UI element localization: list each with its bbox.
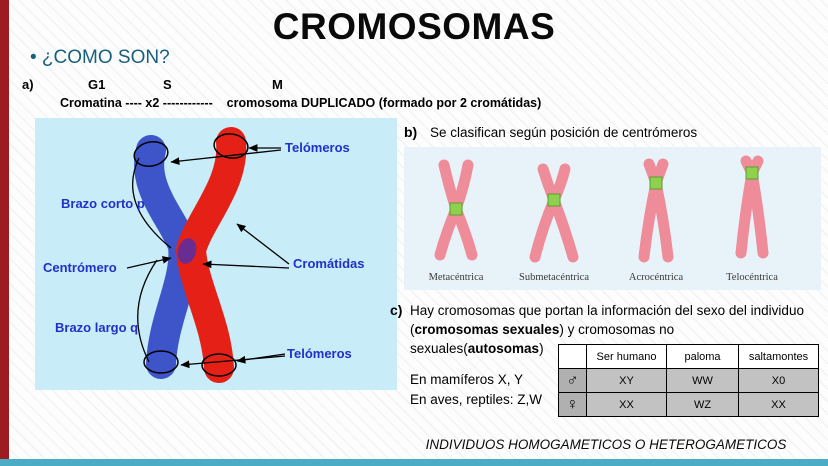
section-a-label: a) — [22, 77, 34, 92]
cell-pigeon-male: WW — [666, 368, 739, 393]
centromere-classification-image: Metacéntrica Submetacéntrica Acrocéntric… — [404, 147, 821, 290]
red-chromatid — [175, 127, 247, 383]
bottom-accent-bar — [0, 459, 828, 466]
arrow — [236, 223, 290, 265]
question-heading: • ¿COMO SON? — [30, 47, 170, 68]
arrow — [202, 260, 290, 269]
chromosome-diagram: Telómeros Brazo corto p Centrómero Cromá… — [35, 118, 397, 390]
c-bold-autosomas: autosomas — [467, 341, 540, 357]
label-telomeros-bottom: Telómeros — [287, 346, 352, 361]
short-arm-bracket — [132, 157, 172, 249]
header-ser-humano: Ser humano — [586, 344, 667, 369]
footer-note: INDIVIDUOS HOMOGAMETICOS O HETEROGAMETIC… — [425, 437, 787, 452]
page-title: CROMOSOMAS — [272, 6, 556, 47]
label-cromatidas: Cromátidas — [293, 256, 365, 271]
label-centromero: Centrómero — [43, 260, 117, 275]
centromere-green — [547, 193, 561, 207]
chromatin-duplication-line: Cromatina ---- x2 ------------ cromosoma… — [60, 96, 542, 110]
classification-svg: Metacéntrica Submetacéntrica Acrocéntric… — [429, 155, 778, 283]
type-telocentrica: Telocéntrica — [726, 272, 778, 283]
c-text-1: Hay cromosomas que portan la información… — [410, 303, 804, 338]
type-metacentrica: Metacéntrica — [429, 272, 484, 283]
mammals-note: En mamíferos X, Y — [410, 372, 524, 387]
header-empty — [558, 344, 587, 369]
sex-chromosome-table: Ser humano paloma saltamontes ♂ XY WW X0… — [558, 344, 819, 417]
female-symbol: ♀ — [558, 392, 587, 417]
table-header-row: Ser humano paloma saltamontes — [558, 344, 819, 369]
table-row: ♂ XY WW X0 — [558, 368, 819, 393]
telomere-ellipse — [143, 350, 179, 374]
male-symbol: ♂ — [558, 368, 587, 393]
centromere-green — [449, 202, 463, 216]
centromere-green — [649, 176, 663, 190]
label-brazo-largo: Brazo largo q — [55, 320, 138, 335]
cell-pigeon-female: WZ — [666, 392, 739, 417]
telomere-ellipse — [213, 133, 249, 159]
header-paloma: paloma — [666, 344, 739, 369]
centromere-green — [745, 166, 759, 180]
cell-grasshopper-female: XX — [738, 392, 819, 417]
long-arm-bracket — [137, 259, 158, 363]
left-accent-bar — [0, 0, 9, 466]
section-b-text: Se clasifican según posición de centróme… — [430, 125, 698, 140]
cell-human-male: XY — [586, 368, 667, 393]
birds-note: En aves, reptiles: Z,W — [410, 392, 543, 407]
section-c-paragraph: Hay cromosomas que portan la información… — [410, 301, 810, 358]
arrow — [170, 149, 282, 165]
label-telomeros-top: Telómeros — [285, 140, 350, 155]
type-acrocentrica: Acrocéntrica — [629, 272, 684, 283]
phase-s: S — [163, 77, 172, 92]
telomere-ellipse — [201, 353, 237, 377]
cell-grasshopper-male: X0 — [738, 368, 819, 393]
phase-g1: G1 — [88, 77, 106, 92]
c-bold-sexuales: cromosomas sexuales — [414, 322, 560, 338]
arrow — [180, 355, 286, 369]
phase-m: M — [272, 77, 283, 92]
chromosome-diagram-svg: Telómeros Brazo corto p Centrómero Cromá… — [43, 127, 365, 383]
header-saltamontes: saltamontes — [738, 344, 819, 369]
cell-human-female: XX — [586, 392, 667, 417]
label-brazo-corto: Brazo corto p — [61, 196, 145, 211]
type-submetacentrica: Submetacéntrica — [519, 272, 589, 283]
section-c-label: c) — [390, 302, 403, 318]
c-text-2: ) y cromosomas no sexuales( — [410, 322, 675, 357]
telomere-ellipse — [133, 140, 169, 168]
section-b-label: b) — [404, 124, 418, 140]
table-row: ♀ XX WZ XX — [558, 392, 819, 417]
submetacentric-chromosome — [529, 163, 579, 263]
c-text-3: ) — [539, 341, 544, 357]
arrow — [126, 256, 172, 269]
centromere — [177, 238, 197, 264]
